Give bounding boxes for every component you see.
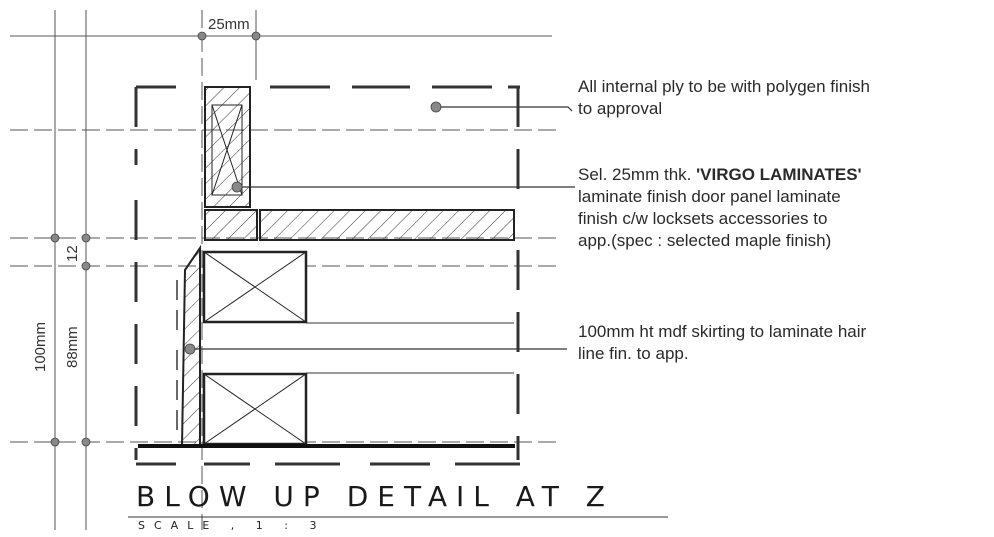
note-internal-ply: All internal ply to be with polygen fini…: [578, 76, 870, 120]
dimension-100mm-label: 100mm: [32, 321, 49, 372]
upright-panel: [204, 86, 251, 208]
skirting-lines: [306, 322, 514, 374]
dimension-top-label: 25mm: [208, 16, 250, 33]
note-door-panel-brand: 'VIRGO LAMINATES': [696, 165, 862, 184]
note-skirting-line-1: 100mm ht mdf skirting to laminate hair: [578, 322, 867, 341]
note-door-panel-line-4: app.(spec : selected maple finish): [578, 231, 832, 250]
shelf-panel: [204, 209, 515, 241]
dimension-12-label: 12: [64, 245, 81, 262]
skirting-blocks: [202, 250, 308, 446]
note-skirting-line-2: line fin. to app.: [578, 344, 689, 363]
note-skirting: 100mm ht mdf skirting to laminate hair l…: [578, 321, 866, 365]
cabinet-outline: [134, 85, 520, 466]
dimension-88mm-label: 88mm: [64, 326, 81, 368]
dimension-dots: [50, 31, 261, 447]
note-door-panel-line-3: finish c/w locksets accessories to: [578, 209, 828, 228]
leader-dots: [184, 101, 442, 355]
drawing-scale: SCALE , 1 : 3: [138, 519, 326, 532]
note-door-panel-prefix: Sel. 25mm thk.: [578, 165, 697, 184]
note-internal-ply-line-1: All internal ply to be with polygen fini…: [578, 77, 870, 96]
note-internal-ply-line-2: to approval: [578, 99, 663, 118]
drawing-title: BLOW UP DETAIL AT Z: [136, 480, 614, 513]
leader-lines: [190, 106, 575, 350]
note-door-panel-line-1: Sel. 25mm thk. 'VIRGO LAMINATES': [578, 164, 862, 186]
note-door-panel-line-2: laminate finish door panel laminate: [578, 187, 841, 206]
note-door-panel: Sel. 25mm thk. 'VIRGO LAMINATES' laminat…: [578, 164, 862, 252]
